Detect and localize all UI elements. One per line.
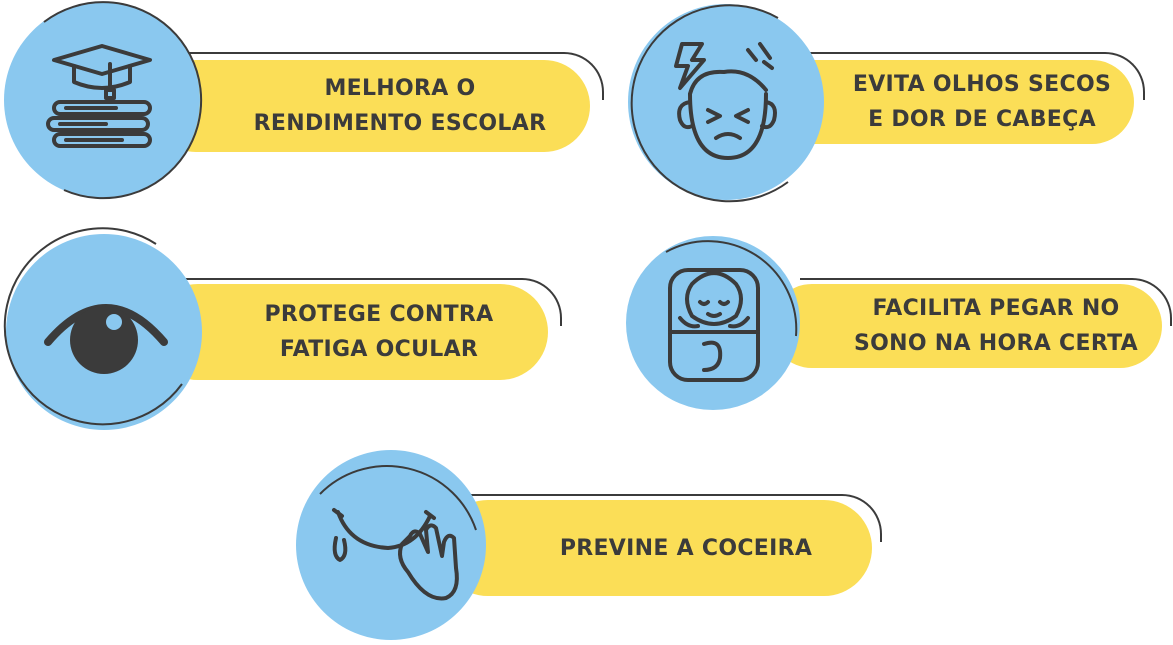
circle-outline-arc: [630, 4, 789, 203]
circle-outline-arc: [665, 240, 798, 337]
circle-outline-arc: [43, 1, 203, 200]
circle-outline-arc: [3, 227, 183, 426]
benefit-icon-circle: [626, 236, 800, 410]
benefit-pill: EVITA OLHOS SECOS E DOR DE CABEÇA: [770, 60, 1134, 144]
benefit-label: MELHORA O RENDIMENTO ESCOLAR: [253, 76, 547, 136]
headache-face-icon: [674, 42, 777, 160]
benefit-icon-circle: [628, 4, 824, 203]
eye-icon: [44, 304, 168, 374]
sleeping-child-icon: [668, 268, 760, 382]
benefit-pill: PREVINE A COCEIRA: [440, 500, 872, 596]
benefit-label: PROTEGE CONTRA FATIGA OCULAR: [264, 302, 494, 362]
benefit-icon-circle: [3, 227, 202, 430]
benefit-icon-circle: [296, 450, 486, 640]
itchy-eye-hand-icon: [332, 508, 459, 601]
graduation-books-icon: [46, 44, 152, 148]
circle-outline-arc: [319, 465, 477, 531]
benefit-pill: PROTEGE CONTRA FATIGA OCULAR: [150, 284, 548, 380]
benefit-pill: FACILITA PEGAR NO SONO NA HORA CERTA: [770, 284, 1162, 368]
benefit-icon-circle: [4, 1, 203, 200]
benefit-pill: MELHORA O RENDIMENTO ESCOLAR: [150, 60, 590, 152]
benefit-label: EVITA OLHOS SECOS E DOR DE CABEÇA: [852, 72, 1112, 132]
benefit-label: PREVINE A COCEIRA: [559, 535, 813, 561]
benefit-label: FACILITA PEGAR NO SONO NA HORA CERTA: [853, 296, 1138, 356]
